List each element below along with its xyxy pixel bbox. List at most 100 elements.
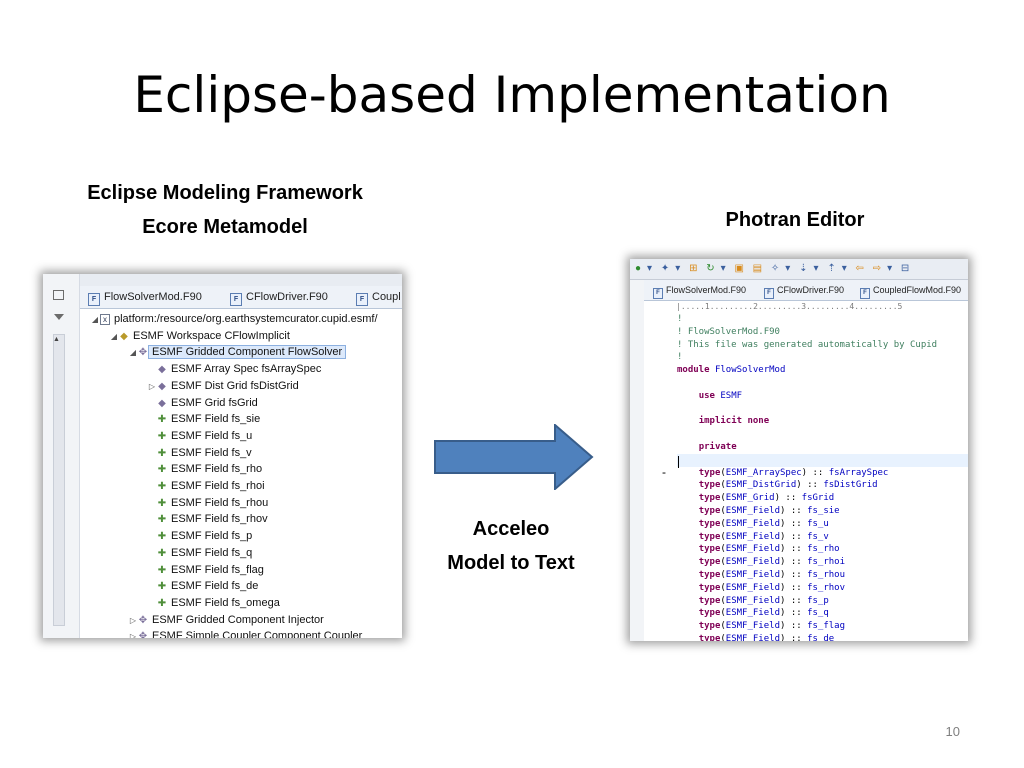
build-icon[interactable]: ⊞	[689, 263, 698, 274]
code-line[interactable]: type(ESMF_Field) :: fs_sie	[677, 505, 968, 518]
code-line[interactable]: !	[677, 313, 968, 326]
dropdown-icon[interactable]: ▾	[841, 263, 847, 274]
code-line[interactable]: type(ESMF_Field) :: fs_rhoi	[677, 556, 968, 569]
collapsed-triangle-icon[interactable]: ▷	[129, 615, 137, 625]
code-line[interactable]: !	[677, 351, 968, 364]
code-line[interactable]: module FlowSolverMod	[677, 364, 968, 377]
code-line[interactable]: type(ESMF_Field) :: fs_rhov	[677, 582, 968, 595]
tree-node[interactable]: ✚ESMF Field fs_q	[147, 545, 253, 562]
tree-node[interactable]: ◆ESMF Grid fsGrid	[147, 395, 258, 412]
run-icon[interactable]: ●	[635, 263, 642, 274]
tree-node[interactable]: ✚ESMF Field fs_rhoi	[147, 478, 265, 495]
dropdown-icon[interactable]: ▾	[887, 263, 893, 274]
tree-node-label: ESMF Field fs_rhoi	[171, 480, 265, 492]
field-node-icon: ✚	[157, 514, 167, 526]
tree-node[interactable]: ✚ESMF Field fs_v	[147, 445, 252, 462]
dropdown-icon[interactable]: ▾	[720, 263, 726, 274]
next-annotation-icon[interactable]: ⇣	[799, 263, 808, 274]
refresh-icon[interactable]: ↻	[706, 263, 715, 274]
code-line[interactable]	[677, 428, 968, 441]
code-line[interactable]	[677, 377, 968, 390]
emf-top-strip	[43, 274, 402, 286]
tree-node[interactable]: ✚ESMF Field fs_rho	[147, 461, 262, 478]
expanded-triangle-icon[interactable]: ◢	[129, 348, 137, 358]
code-line[interactable]: type(ESMF_DistGrid) :: fsDistGrid	[677, 479, 968, 492]
scroll-up-icon[interactable]: ▲	[53, 336, 60, 343]
component-node-icon: ✥	[138, 347, 148, 359]
tree-node[interactable]: ▷✥ESMF Gridded Component Injector	[128, 612, 324, 629]
prev-annotation-icon[interactable]: ⇡	[827, 263, 836, 274]
save-icon[interactable]: ▤	[752, 263, 763, 274]
expanded-triangle-icon[interactable]: ◢	[110, 331, 118, 341]
code-line[interactable]: type(ESMF_Field) :: fs_rho	[677, 543, 968, 556]
collapsed-triangle-icon[interactable]: ▷	[148, 381, 156, 391]
collapsed-triangle-icon[interactable]: ▷	[129, 632, 137, 638]
code-line[interactable]: ! FlowSolverMod.F90	[677, 326, 968, 339]
code-token	[677, 493, 699, 503]
view-menu-icon[interactable]	[54, 314, 64, 320]
code-line[interactable]: implicit none	[677, 415, 968, 428]
dropdown-icon[interactable]: ▾	[647, 263, 653, 274]
code-line[interactable]: type(ESMF_Field) :: fs_u	[677, 518, 968, 531]
emf-side-scrollbar[interactable]	[53, 334, 65, 626]
code-line[interactable]: type(ESMF_Field) :: fs_v	[677, 531, 968, 544]
forward-icon[interactable]: ⇨	[872, 263, 882, 274]
tree-node-label: ESMF Field fs_sie	[171, 413, 261, 426]
code-line[interactable]: ! This file was generated automatically …	[677, 339, 968, 352]
tree-node[interactable]: ✚ESMF Field fs_rhou	[147, 495, 268, 512]
code-token: type	[698, 595, 721, 606]
code-line[interactable]: type(ESMF_ArraySpec) :: fsArraySpec	[677, 467, 968, 480]
code-line[interactable]: use ESMF	[677, 390, 968, 403]
pin-editor-icon[interactable]: ⊟	[900, 263, 910, 274]
tree-node[interactable]: ◢◆ESMF Workspace CFlowImplicit	[109, 328, 290, 345]
code-line[interactable]: type(ESMF_Field) :: fs_rhou	[677, 569, 968, 582]
tree-node[interactable]: ◢✥ESMF Gridded Component FlowSolver	[128, 344, 347, 361]
code-line[interactable]: type(ESMF_Field) :: fs_flag	[677, 620, 968, 633]
dropdown-icon[interactable]: ▾	[813, 263, 819, 274]
code-area[interactable]: !! FlowSolverMod.F90! This file was gene…	[677, 313, 968, 641]
tree-node[interactable]: ▷✥ESMF Simple Coupler Component Coupler	[128, 628, 362, 638]
open-folder-icon[interactable]: ▣	[734, 263, 744, 274]
tree-node[interactable]: ◆ESMF Array Spec fsArraySpec	[147, 361, 321, 378]
dropdown-icon[interactable]: ▾	[785, 263, 791, 274]
tree-node[interactable]: ✚ESMF Field fs_de	[147, 578, 259, 595]
code-token: private	[698, 441, 737, 452]
code-line[interactable]: type(ESMF_Field) :: fs_p	[677, 595, 968, 608]
tree-node[interactable]: ✚ESMF Field fs_rhov	[147, 511, 268, 528]
code-line[interactable]: type(ESMF_Field) :: fs_de	[677, 633, 968, 641]
code-line[interactable]: type(ESMF_Field) :: fs_q	[677, 607, 968, 620]
tree-node[interactable]: ✚ESMF Field fs_flag	[147, 562, 264, 579]
code-line[interactable]	[677, 403, 968, 416]
maximize-icon[interactable]	[53, 290, 64, 300]
code-token	[677, 532, 699, 542]
code-line[interactable]	[677, 453, 968, 467]
code-line[interactable]: type(ESMF_Grid) :: fsGrid	[677, 492, 968, 505]
node-icon: ◆	[158, 397, 166, 409]
tree-node[interactable]: ✚ESMF Field fs_sie	[147, 411, 260, 428]
tree-node[interactable]: ▷◆ESMF Dist Grid fsDistGrid	[147, 378, 299, 395]
code-token: ) ::	[779, 544, 808, 555]
code-token: ! This file was generated automatically …	[677, 339, 938, 350]
wand-icon[interactable]: ✧	[770, 263, 780, 274]
tree-node[interactable]: ✚ESMF Field fs_omega	[147, 595, 280, 612]
code-token: fsGrid	[801, 493, 835, 504]
code-token	[677, 608, 699, 618]
expanded-triangle-icon[interactable]: ◢	[91, 315, 99, 324]
tree-node[interactable]: ✚ESMF Field fs_u	[147, 428, 253, 445]
code-line[interactable]: private	[677, 441, 968, 454]
code-token: (	[720, 621, 726, 632]
debug-icon[interactable]: ✦	[660, 263, 670, 274]
back-icon[interactable]: ⇦	[855, 263, 864, 274]
code-token: (	[720, 531, 726, 542]
code-token: ESMF_Field	[725, 557, 780, 568]
dropdown-icon[interactable]: ▾	[675, 263, 681, 274]
tree-node[interactable]: ✚ESMF Field fs_p	[147, 528, 253, 545]
